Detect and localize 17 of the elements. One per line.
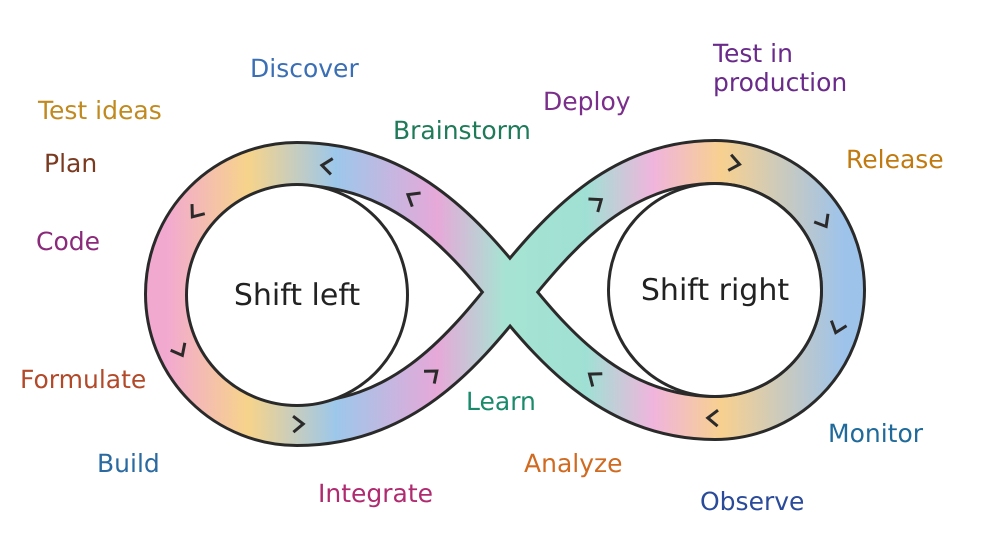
- step-label: Test in production: [713, 40, 848, 98]
- step-label: Formulate: [20, 366, 146, 395]
- step-label: Observe: [700, 488, 804, 517]
- step-label: Deploy: [543, 88, 631, 117]
- step-label: Discover: [250, 55, 359, 84]
- node-label: Shift right: [640, 272, 790, 308]
- step-label: Analyze: [524, 450, 623, 479]
- step-label: Code: [36, 228, 100, 257]
- step-label: Release: [846, 146, 944, 175]
- step-label: Brainstorm: [393, 117, 531, 146]
- step-label: Learn: [466, 388, 536, 417]
- step-label: Plan: [44, 150, 98, 179]
- step-label: Build: [97, 450, 160, 479]
- step-label: Monitor: [828, 420, 924, 449]
- node-label: Shift left: [234, 278, 360, 312]
- step-label: Integrate: [318, 480, 434, 509]
- step-label: Test ideas: [38, 97, 162, 126]
